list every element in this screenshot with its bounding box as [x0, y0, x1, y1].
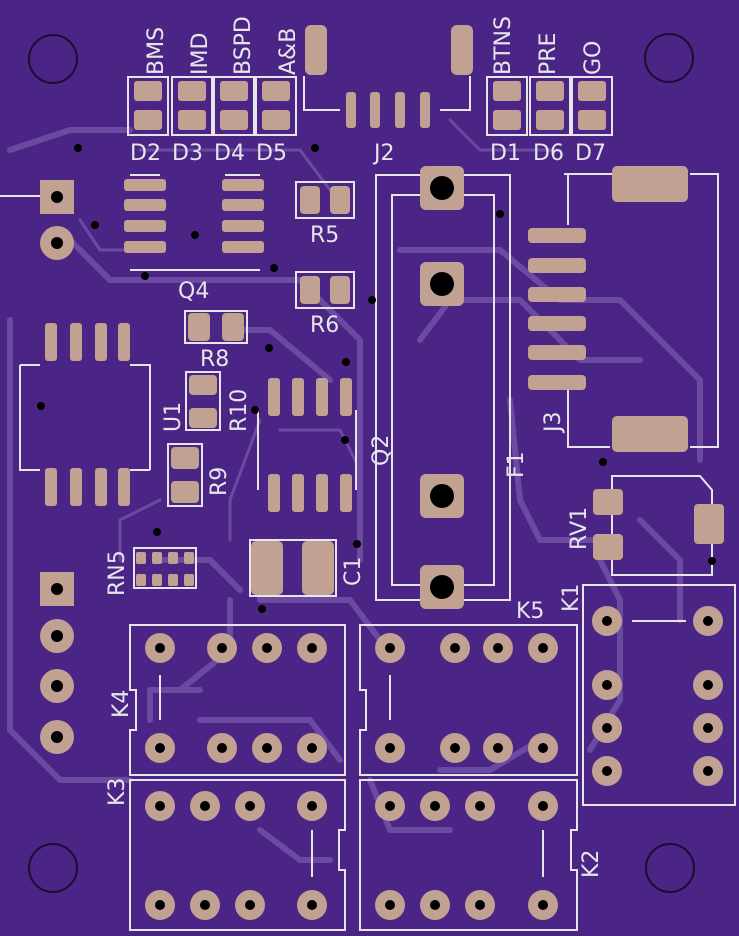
resistor-r6[interactable]: [295, 271, 355, 309]
ic-u1[interactable]: [19, 323, 151, 506]
label-u1: U1: [161, 402, 186, 432]
relay-k5[interactable]: [359, 624, 578, 776]
connector-j2[interactable]: [303, 25, 473, 128]
led-d3[interactable]: [171, 76, 213, 136]
label-d5: D5: [256, 141, 287, 166]
label-btns: BTNS: [491, 16, 516, 75]
potentiometer-rv1[interactable]: [593, 475, 724, 576]
label-ab: A&B: [276, 28, 301, 75]
label-bms: BMS: [144, 27, 169, 75]
led-d4[interactable]: [213, 76, 255, 136]
header-2pin-top[interactable]: [0, 180, 74, 260]
label-rn5: RN5: [105, 550, 130, 596]
resistor-r5[interactable]: [295, 181, 355, 219]
led-d1[interactable]: [486, 76, 528, 136]
label-j3: J3: [541, 412, 566, 435]
label-k1: K1: [559, 584, 584, 612]
relay-k3[interactable]: [129, 779, 346, 931]
connector-j3[interactable]: [528, 166, 719, 452]
resistor-r10[interactable]: [185, 371, 221, 431]
label-q4: Q4: [178, 279, 209, 304]
label-imd: IMD: [188, 33, 213, 75]
label-k3: K3: [105, 778, 130, 806]
label-k4: K4: [109, 690, 134, 718]
resistor-network-rn5[interactable]: [133, 547, 197, 589]
relay-k1[interactable]: [582, 584, 736, 806]
fuse-f1[interactable]: [375, 166, 511, 609]
label-d7: D7: [575, 141, 606, 166]
led-group-right: [486, 76, 613, 136]
header-4pin-left[interactable]: [40, 572, 74, 754]
label-d3: D3: [172, 141, 203, 166]
label-r5: R5: [310, 223, 339, 248]
label-q2: Q2: [369, 435, 394, 466]
label-k5: K5: [516, 599, 544, 624]
relay-k2[interactable]: [359, 779, 578, 931]
label-rv1: RV1: [567, 507, 592, 550]
capacitor-c1[interactable]: [249, 539, 337, 597]
led-d5[interactable]: [255, 76, 297, 136]
label-j2: J2: [372, 141, 395, 166]
mounting-holes: [28, 33, 695, 893]
led-group-left: [127, 76, 297, 136]
led-d7[interactable]: [571, 76, 613, 136]
label-c1: C1: [341, 557, 366, 586]
relay-k4[interactable]: [129, 624, 346, 776]
label-d1: D1: [490, 141, 521, 166]
label-d2: D2: [130, 141, 161, 166]
label-go: GO: [581, 41, 606, 75]
led-d2[interactable]: [127, 76, 169, 136]
label-r6: R6: [310, 313, 339, 338]
ic-q2[interactable]: [257, 378, 357, 512]
label-bspd: BSPD: [231, 16, 256, 75]
label-r10: R10: [227, 389, 252, 432]
label-r8: R8: [200, 347, 229, 372]
label-d6: D6: [533, 141, 564, 166]
label-r9: R9: [207, 467, 232, 496]
led-d6[interactable]: [529, 76, 571, 136]
resistor-r9[interactable]: [167, 443, 203, 507]
ic-q4[interactable]: [124, 174, 264, 271]
vias: [37, 144, 716, 613]
label-pre: PRE: [536, 33, 561, 75]
label-k2: K2: [579, 850, 604, 878]
resistor-r8[interactable]: [184, 310, 248, 344]
label-d4: D4: [214, 141, 245, 166]
label-f1: F1: [504, 451, 529, 478]
